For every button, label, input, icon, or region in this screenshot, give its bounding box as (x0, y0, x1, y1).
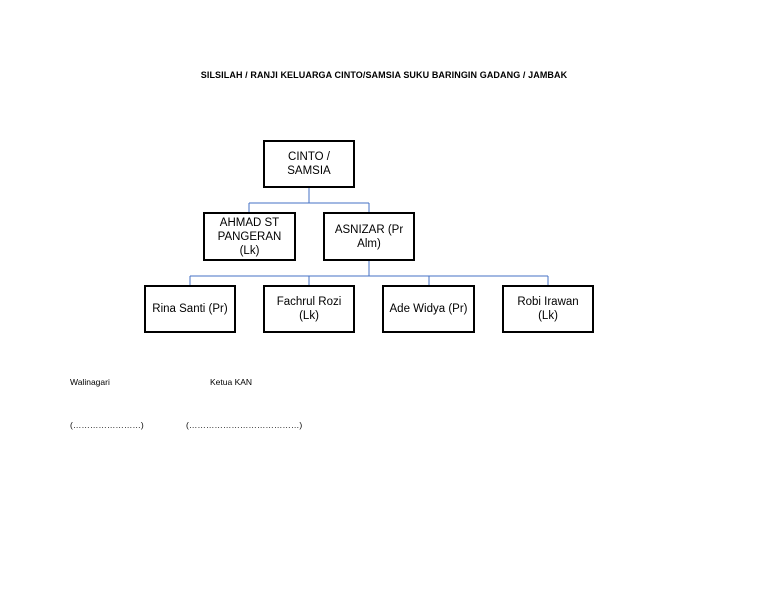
node-asnizar: ASNIZAR (Pr Alm) (323, 212, 415, 261)
node-robi-irawan: Robi Irawan (Lk) (502, 285, 594, 333)
walinagari-label: Walinagari (70, 377, 110, 387)
node-ahmad-st-pangeran: AHMAD ST PANGERAN (Lk) (203, 212, 296, 261)
ketua-kan-signature-blank: (…………………………………) (186, 420, 303, 430)
document-title: SILSILAH / RANJI KELUARGA CINTO/SAMSIA S… (200, 70, 568, 80)
ketua-kan-label: Ketua KAN (210, 377, 253, 387)
node-rina-santi: Rina Santi (Pr) (144, 285, 236, 333)
node-ade-widya: Ade Widya (Pr) (382, 285, 475, 333)
node-fachrul-rozi: Fachrul Rozi (Lk) (263, 285, 355, 333)
node-cinto-samsia: CINTO / SAMSIA (263, 140, 355, 188)
walinagari-signature-blank: (……………………) (70, 420, 144, 430)
